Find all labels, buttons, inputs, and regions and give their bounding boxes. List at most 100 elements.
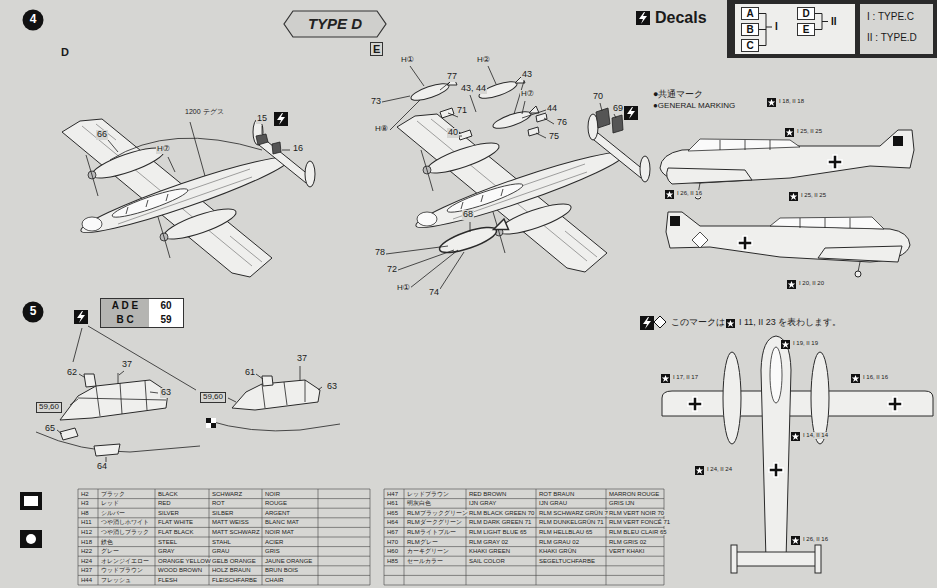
line-art — [368, 40, 369, 41]
line-art — [256, 134, 268, 145]
line-art — [60, 428, 78, 440]
paint-table — [20, 489, 664, 585]
node-text: II — [831, 16, 837, 27]
node-text: I — [775, 21, 778, 32]
table-cell: JAUNE ORANGE — [264, 558, 313, 565]
line-art — [206, 423, 211, 428]
table-cell: RLMライトブルー — [406, 529, 457, 536]
line-art — [228, 374, 322, 402]
banner-shape — [284, 11, 386, 37]
callout-label: 76 — [556, 118, 568, 128]
callout-label: H② — [476, 56, 491, 65]
line-art — [108, 126, 290, 172]
table-cell: FLAT BLACK — [157, 529, 194, 536]
callout-label: ●GENERAL MARKING — [652, 102, 736, 111]
table-cell: 明灰白色 — [406, 500, 432, 507]
callout-label: E — [370, 42, 383, 56]
callout-label: 1200 テグス — [184, 108, 225, 116]
table-cell: MATT SCHWARZ — [211, 529, 261, 536]
node-text: C — [746, 40, 753, 51]
table-cell: RED — [157, 500, 172, 507]
emblem-icon — [654, 316, 666, 328]
table-cell: SILBER — [211, 510, 234, 517]
table-cell: GRAU — [211, 548, 230, 555]
table-cell: ROT BRAUN — [538, 491, 575, 498]
line-art — [666, 212, 910, 262]
callout-label: I 25, II 25 — [800, 192, 827, 199]
line-art — [211, 418, 216, 423]
table-cell: GRAY — [157, 548, 176, 555]
table-cell: GRIS — [264, 548, 281, 555]
table-cell: BLANC MAT — [264, 519, 300, 526]
line-art — [787, 280, 796, 289]
callout-label: 72 — [386, 265, 398, 275]
table-cell: RLM GRIS 02 — [608, 539, 647, 546]
table-cell: NOIR MAT — [264, 529, 295, 536]
table-cell: RLMグレー — [406, 539, 439, 546]
step-circle — [23, 10, 44, 31]
line-art — [110, 138, 262, 160]
callout-label: H⑧ — [374, 125, 389, 134]
table-cell: FLEISCHFARBE — [211, 577, 258, 584]
step-number: 5 — [22, 301, 44, 323]
table-cell: KHAKI GRÜN — [538, 548, 577, 555]
line-art — [667, 168, 752, 184]
callout-label: 73 — [370, 97, 382, 107]
callout-label: H① — [400, 56, 415, 65]
table-cell: NOIR — [264, 491, 281, 498]
table-cell: BRUN BOIS — [264, 567, 299, 574]
node-text: TYPE D — [308, 16, 362, 33]
line-art — [735, 4, 855, 54]
table-cell: H65 — [386, 510, 399, 517]
table-cell: H37 — [80, 567, 93, 574]
type-banner: TYPE D — [283, 10, 387, 38]
line-art — [262, 376, 273, 386]
line-art — [397, 114, 650, 272]
line-art — [759, 14, 772, 46]
table-cell: SEGELTUCHFARBE — [538, 558, 596, 565]
node-text: A D E — [101, 299, 149, 313]
line-art — [26, 534, 36, 544]
decal-option-box: E — [797, 23, 815, 36]
table-cell: FLAT WHITE — [157, 519, 194, 526]
line-art — [272, 142, 281, 154]
callout-label: I 20, II 20 — [798, 280, 825, 287]
line-art — [811, 352, 829, 444]
canopy-detail-right — [73, 326, 340, 431]
callout-label: 43 — [521, 70, 533, 80]
line-art — [791, 432, 800, 441]
side-view-lower — [666, 212, 910, 277]
line-art — [893, 136, 903, 146]
decal-option-box: B — [741, 23, 759, 36]
callout-label: I 14, II 14 — [802, 432, 829, 439]
table-cell: つや消しホワイト — [100, 519, 150, 526]
line-art — [62, 119, 315, 277]
table-cell: H11 — [80, 519, 93, 526]
line-art — [851, 374, 860, 383]
aircraft-view-d — [62, 112, 315, 277]
callout-label: 40 — [447, 128, 459, 138]
line-art — [855, 271, 861, 277]
table-cell: SCHWARZ — [211, 491, 243, 498]
table-cell: RLM SCHWARZ GRÜN 70 — [538, 510, 612, 517]
line-art — [815, 14, 828, 30]
table-cell: RLM VERT FONCÉ 71 — [608, 519, 671, 526]
table-cell: H67 — [386, 529, 399, 536]
table-cell: RED BROWN — [468, 491, 507, 498]
line-art — [665, 190, 674, 199]
line-art — [612, 115, 623, 133]
line-art — [384, 489, 664, 585]
node-text: 60 — [149, 299, 183, 313]
node-text: 5 — [30, 305, 37, 318]
line-art — [761, 336, 791, 560]
table-cell: RLMダークグリーン — [406, 519, 463, 526]
callout-label: 69 — [612, 104, 624, 114]
step-circle — [23, 302, 44, 323]
table-cell: レッドブラウン — [406, 491, 450, 498]
decal-icon — [636, 11, 650, 25]
callout-label: I 24, II 24 — [706, 466, 733, 473]
table-cell: HOLZ BRAUN — [211, 567, 252, 574]
table-cell: H61 — [386, 500, 399, 507]
table-cell: H3 — [80, 500, 90, 507]
callout-label: I 26, II 16 — [802, 536, 829, 543]
